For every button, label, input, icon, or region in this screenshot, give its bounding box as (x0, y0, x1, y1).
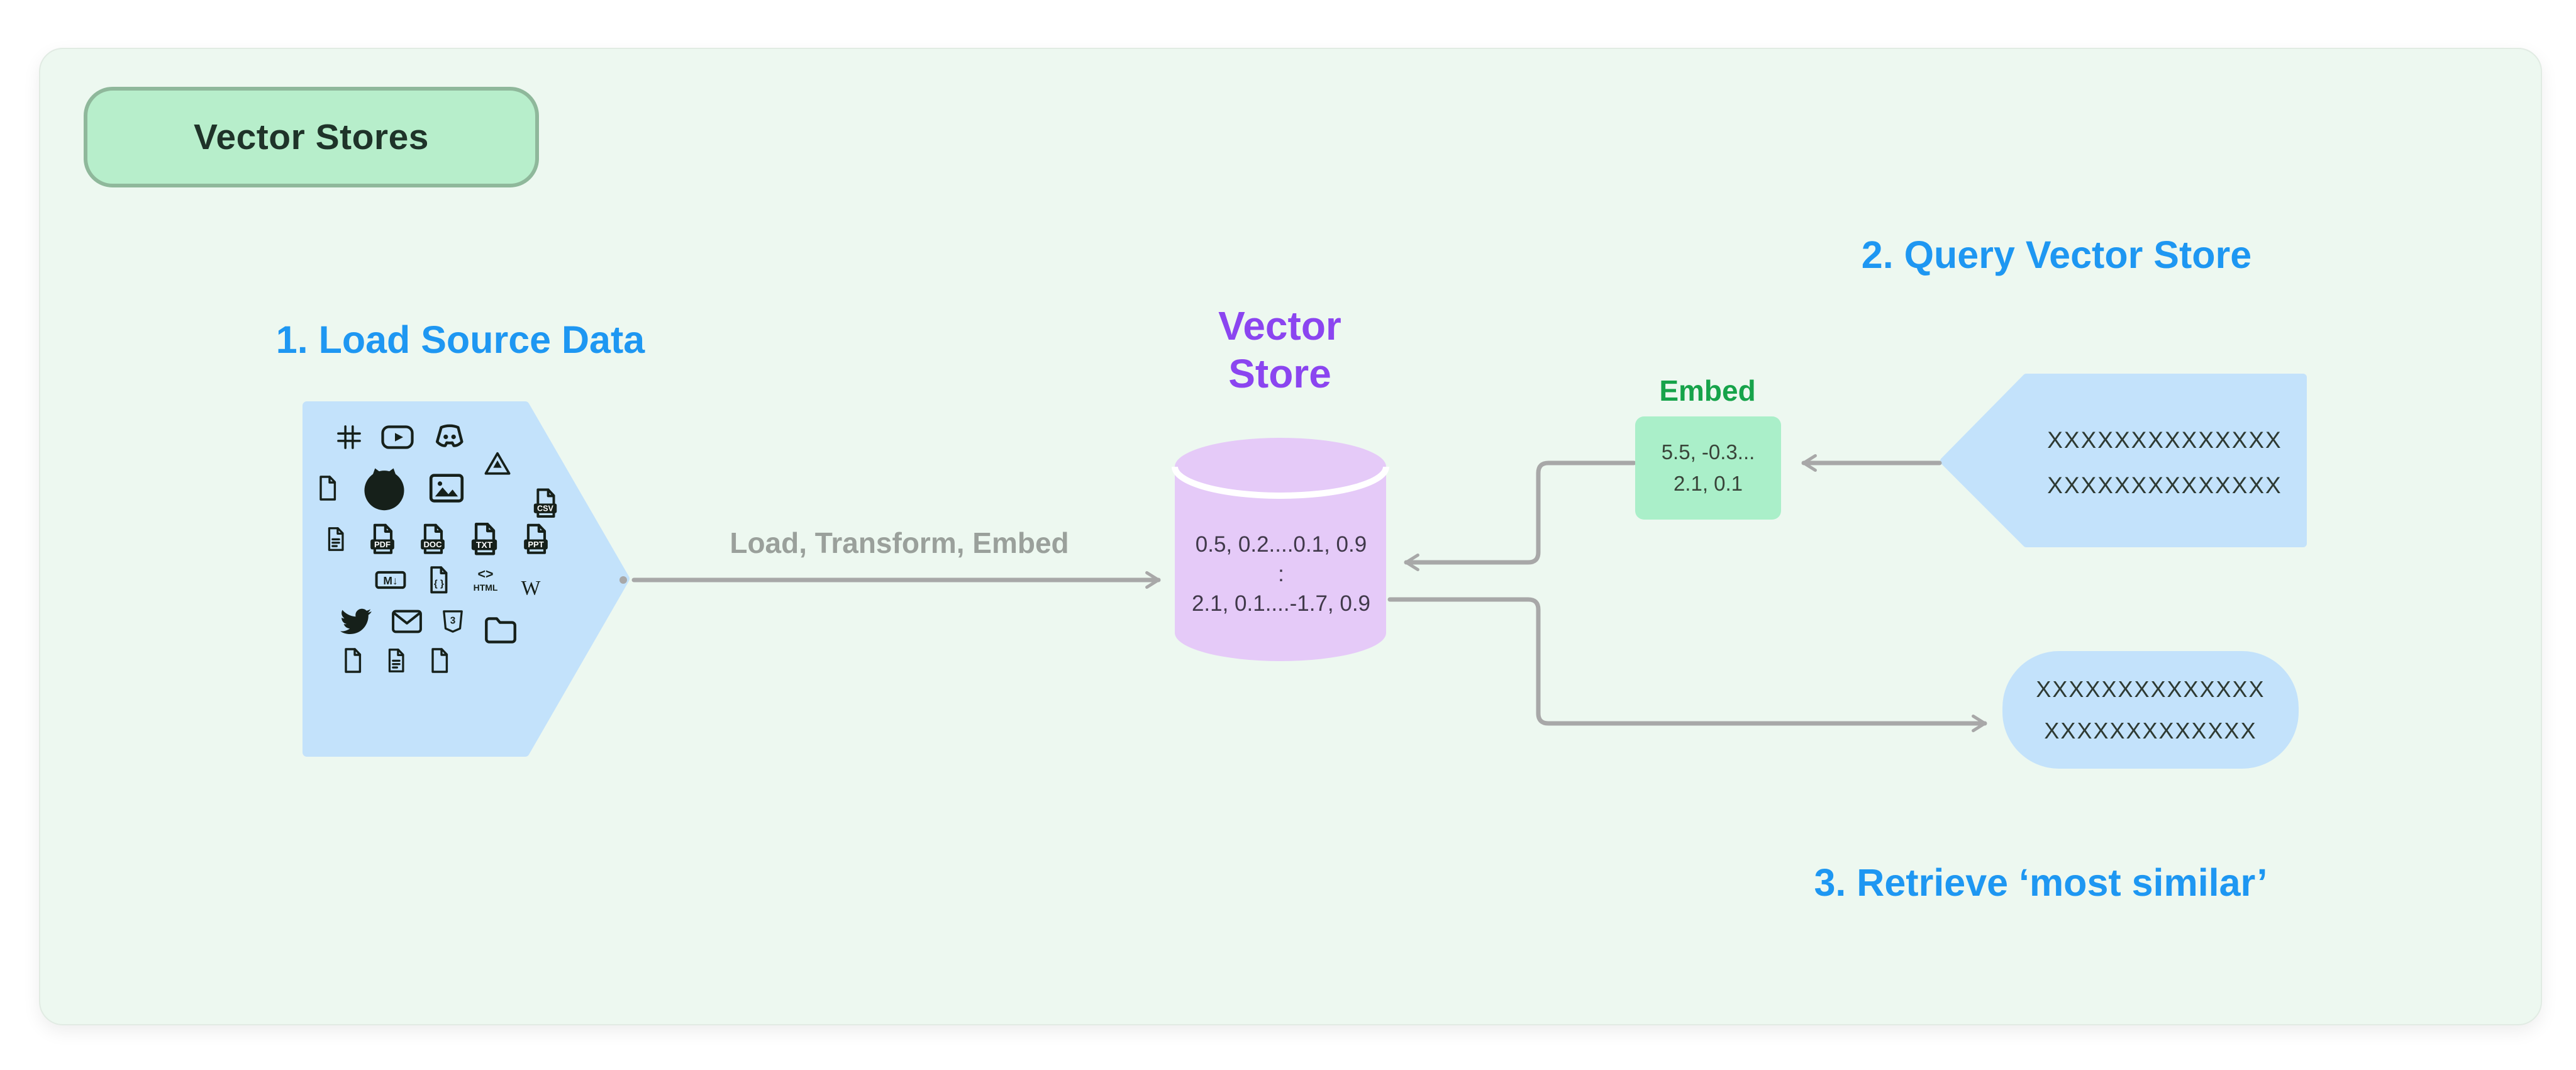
svg-text:CSV: CSV (537, 504, 553, 513)
file-blank-icon (338, 645, 368, 676)
heading-retrieve-most-similar: 3. Retrieve ‘most similar’ (1814, 861, 2268, 904)
svg-text:{ }: { } (434, 578, 444, 589)
result-text-line: XXXXXXXXXXXXX (2044, 717, 2257, 744)
txt-file-icon: TXT (465, 520, 504, 559)
svg-text:<>: <> (478, 566, 494, 581)
image-icon (426, 467, 467, 509)
query-shape-text: XXXXXXXXXXXXXX XXXXXXXXXXXXXX (2026, 418, 2303, 508)
stored-vector-ellipsis: : (1278, 562, 1284, 586)
source-icons-grid: CSV PDF DOC TXT PPT M↓ { } <>HTML W 3 (313, 418, 562, 679)
svg-text:PPT: PPT (528, 540, 543, 549)
github-icon (357, 460, 412, 516)
svg-text:DOC: DOC (424, 540, 443, 549)
file-lines-icon (321, 525, 350, 554)
svg-text:HTML: HTML (474, 582, 498, 593)
embed-label: Embed (1659, 374, 1756, 407)
email-icon (389, 604, 425, 639)
result-document-box: XXXXXXXXXXXXXX XXXXXXXXXXXXX (2002, 651, 2299, 769)
vector-stores-badge: Vector Stores (84, 87, 539, 187)
stored-vector-row: 2.1, 0.1....-1.7, 0.9 (1191, 591, 1371, 616)
twitter-icon (335, 601, 375, 642)
query-text-line: XXXXXXXXXXXXXX (2047, 472, 2282, 498)
svg-text:W: W (521, 577, 541, 600)
file-blank-icon (425, 645, 455, 676)
embed-vector-line: 2.1, 0.1 (1673, 472, 1743, 495)
svg-text:TXT: TXT (476, 540, 493, 550)
source-icon-row (272, 645, 521, 676)
folder-icon (481, 611, 520, 650)
file-lines-icon (382, 646, 411, 675)
vector-store-title-line1: Vector (1218, 303, 1341, 348)
source-icon-row: 3 (303, 601, 552, 644)
wikipedia-icon: W (516, 573, 545, 602)
embed-vector-box: 5.5, -0.3... 2.1, 0.1 (1635, 416, 1781, 520)
slack-icon (333, 421, 365, 453)
markdown-icon: M↓ (373, 562, 408, 598)
pdf-file-icon: PDF (364, 521, 401, 557)
badge-label: Vector Stores (194, 117, 429, 157)
source-icon-row: M↓ { } <>HTML W (335, 562, 584, 600)
vector-store-title-line2: Store (1228, 351, 1331, 396)
svg-text:3: 3 (450, 615, 456, 626)
source-icon-row: PDF DOC TXT PPT (313, 520, 562, 559)
doc-file-icon: DOC (414, 521, 451, 557)
ppt-file-icon: PPT (518, 521, 554, 557)
google-drive-icon (481, 448, 514, 481)
vector-store-contents: 0.5, 0.2....0.1, 0.9 : 2.1, 0.1....-1.7,… (1176, 530, 1386, 618)
vector-store-title: Vector Store (1151, 302, 1409, 398)
heading-load-source-data: 1. Load Source Data (275, 318, 645, 361)
source-icon-row: CSV (313, 452, 562, 518)
file-blank-icon (313, 473, 343, 503)
code-file-icon: { } (422, 564, 455, 596)
csv-file-icon: CSV (528, 486, 563, 521)
stored-vector-row: 0.5, 0.2....0.1, 0.9 (1195, 532, 1367, 557)
discord-icon (430, 418, 469, 457)
result-text-line: XXXXXXXXXXXXXX (2036, 676, 2265, 702)
embed-vector-line: 5.5, -0.3... (1661, 440, 1755, 464)
youtube-icon (379, 418, 416, 456)
svg-text:M↓: M↓ (383, 574, 397, 587)
load-arrow-label: Load, Transform, Embed (730, 527, 1069, 559)
heading-query-vector-store: 2. Query Vector Store (1861, 233, 2252, 276)
css3-icon: 3 (438, 607, 467, 636)
svg-text:PDF: PDF (374, 540, 391, 549)
html-icon: <>HTML (469, 563, 502, 597)
query-text-line: XXXXXXXXXXXXXX (2047, 427, 2282, 453)
